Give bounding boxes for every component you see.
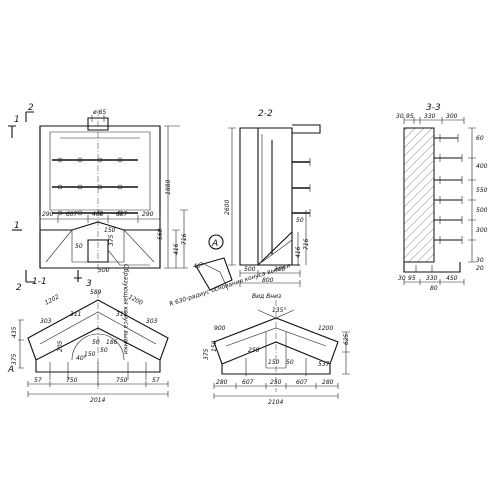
view-a-label: Вид Вниз bbox=[252, 293, 281, 300]
cut-mark-2: 2 bbox=[16, 283, 22, 293]
dim: 205 bbox=[57, 340, 64, 352]
dim: 2014 bbox=[90, 397, 105, 404]
dim: 303 bbox=[146, 318, 158, 325]
dim: 150 bbox=[104, 227, 116, 234]
angle-135: 135° bbox=[272, 307, 286, 314]
dim: 435 bbox=[11, 326, 18, 338]
dim: 607 bbox=[66, 211, 78, 218]
dim: 80 bbox=[430, 285, 438, 292]
dim: 95 bbox=[408, 275, 416, 282]
dim: 450 bbox=[446, 275, 458, 282]
dim: 607 bbox=[242, 379, 254, 386]
dim: 290 bbox=[42, 211, 54, 218]
cone-base-note-text: R 630-радиус основания конуса выемки bbox=[168, 262, 291, 308]
dim: 311 bbox=[116, 311, 127, 318]
dim: 30 bbox=[396, 113, 404, 120]
dim: 716 bbox=[181, 233, 188, 245]
dim: 375 bbox=[203, 348, 210, 360]
dim: 400 bbox=[476, 163, 488, 170]
detail-a: A 40° bbox=[193, 234, 233, 291]
angle-label: 40° bbox=[193, 263, 204, 270]
dim: 150 bbox=[211, 340, 218, 352]
dim: 625 bbox=[343, 333, 350, 345]
dim: 50 bbox=[296, 217, 304, 224]
detail-label: A bbox=[7, 365, 14, 375]
dim: 416 bbox=[173, 243, 180, 255]
dim: ø 65 bbox=[92, 109, 106, 116]
section-label-3-3: 3-3 bbox=[426, 103, 441, 113]
dim: 550 bbox=[476, 187, 488, 194]
dim: 900 bbox=[214, 325, 226, 332]
dim: 800 bbox=[262, 277, 274, 284]
angle-label: 40° bbox=[76, 355, 87, 362]
dim: 1200 bbox=[318, 325, 333, 332]
dim: 50 bbox=[92, 339, 100, 346]
front-view bbox=[8, 110, 188, 283]
dim: 280 bbox=[216, 379, 228, 386]
dim: 500 bbox=[98, 267, 110, 274]
dim: 375 bbox=[108, 234, 115, 246]
dim: 60 bbox=[476, 135, 484, 142]
dim: 560 bbox=[157, 228, 164, 240]
dim: 300 bbox=[274, 266, 286, 273]
section-label-1-1: 1-1 bbox=[32, 277, 47, 287]
dim: 186 bbox=[106, 339, 118, 346]
dim: 716 bbox=[303, 238, 310, 250]
cone-base-note: R 630-радиус основания конуса выемки bbox=[168, 262, 291, 308]
section-2-2: 2-2 2600 500 300 800 416 716 50 bbox=[224, 109, 321, 287]
front-dims: 290 607 400 607 290 1880 416 716 560 500… bbox=[14, 103, 188, 354]
dim: 150 bbox=[268, 359, 280, 366]
dim: 2104 bbox=[268, 399, 283, 406]
dim: 30 bbox=[398, 275, 406, 282]
dim: 1202 bbox=[44, 293, 61, 306]
dim: 50 bbox=[100, 347, 108, 354]
dim: 20 bbox=[476, 265, 484, 272]
dim: 537 bbox=[318, 361, 330, 368]
section-3-3: 3-3 30 95 330 300 60 400 550 500 bbox=[396, 103, 488, 292]
dim: 250 bbox=[270, 379, 282, 386]
cut-mark-1: 1 bbox=[14, 115, 20, 125]
dim: 500 bbox=[244, 266, 256, 273]
dim: 750 bbox=[66, 377, 78, 384]
dim: 50 bbox=[286, 359, 294, 366]
dim: 290 bbox=[142, 211, 154, 218]
dim: 300 bbox=[476, 227, 488, 234]
dim: 500 bbox=[476, 207, 488, 214]
dim: 280 bbox=[322, 379, 334, 386]
dim: 250 bbox=[248, 347, 260, 354]
dim: 375 bbox=[11, 353, 18, 365]
dim: 57 bbox=[152, 377, 160, 384]
cone-outline-note: Образующая конуса выемки bbox=[122, 264, 129, 354]
dim: 2600 bbox=[224, 200, 231, 215]
cut-mark-3: 3 bbox=[86, 279, 92, 289]
dim: 57 bbox=[34, 377, 42, 384]
dim: 589 bbox=[90, 289, 102, 296]
dim: 607 bbox=[296, 379, 308, 386]
elevation-view: Вид Вниз 135° 900 1200 250 150 50 280 60… bbox=[203, 293, 350, 406]
dim: 330 bbox=[424, 113, 436, 120]
dim: 50 bbox=[75, 243, 83, 250]
dim: 311 bbox=[70, 311, 81, 318]
cut-mark-2: 2 bbox=[28, 103, 34, 113]
dim: 303 bbox=[40, 318, 52, 325]
dim: 150 bbox=[84, 351, 96, 358]
cut-mark-1: 1 bbox=[14, 221, 20, 231]
dim: 1880 bbox=[165, 180, 172, 195]
dim: 416 bbox=[295, 246, 302, 258]
dim: 95 bbox=[406, 113, 414, 120]
dim: 30 bbox=[476, 257, 484, 264]
section-label-2-2: 2-2 bbox=[258, 109, 273, 119]
dim: 300 bbox=[446, 113, 458, 120]
dim: 750 bbox=[116, 377, 128, 384]
dim: 330 bbox=[426, 275, 438, 282]
dim: 607 bbox=[116, 211, 128, 218]
detail-label: A bbox=[211, 239, 218, 249]
dim: 400 bbox=[92, 211, 104, 218]
plan-1-1: 589 1202 1200 303 311 311 303 435 205 37… bbox=[7, 289, 169, 404]
